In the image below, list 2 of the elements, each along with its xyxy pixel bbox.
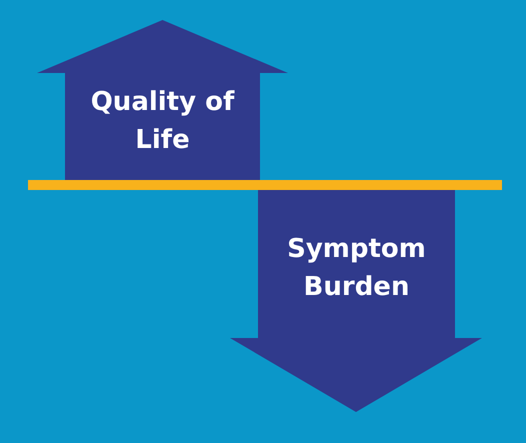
arrow-label: Symptom Burden — [286, 233, 427, 304]
arrow-label: Quality of Life — [90, 86, 236, 157]
